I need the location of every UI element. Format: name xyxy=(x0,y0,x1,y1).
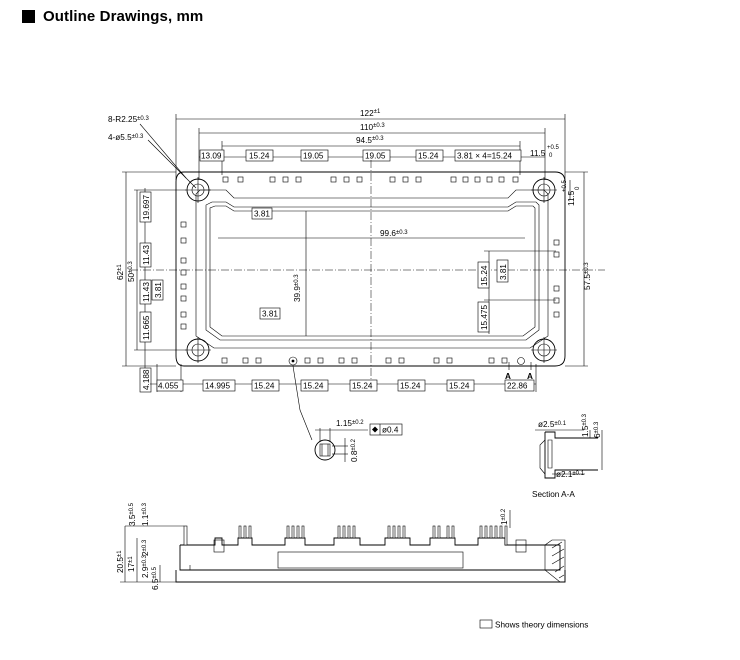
dim-bottom-p2: 15.24 xyxy=(303,382,324,391)
dim-pin-span: 94.5±0.3 xyxy=(356,136,384,145)
dim-right-offset-tol-bot: 0 xyxy=(549,153,553,159)
dim-right-vert-tol-top: +0.5 xyxy=(562,179,568,192)
side-h17: 17±1 xyxy=(127,556,136,572)
dim-right-offset-tol-top: +0.5 xyxy=(547,145,560,151)
side-h2-9: 2.9±0.3 xyxy=(141,554,150,578)
page-header: Outline Drawings, mm xyxy=(22,8,203,25)
dim-left-19-697: 19.697 xyxy=(142,195,151,220)
section-d-outer: ø2.5±0.1 xyxy=(538,420,567,429)
position-tolerance-icon xyxy=(372,426,378,433)
pin-thickness: 0.8±0.2 xyxy=(350,438,359,462)
dim-pin-inner-a: 3.81 xyxy=(254,210,270,219)
dim-box-13-09 xyxy=(199,149,225,162)
dim-right-vert-tol-bot: 0 xyxy=(575,186,581,190)
dim-box-pitch-1 xyxy=(245,149,274,162)
dim-height-right: 57.5±0.3 xyxy=(583,262,592,290)
legend-label: Shows theory dimensions xyxy=(495,621,588,630)
pin-width: 1.15±0.2 xyxy=(336,419,364,428)
dim-pitch-3: 19.05 xyxy=(365,152,386,161)
dim-pitch-1: 15.24 xyxy=(249,152,270,161)
dim-bottom-p1: 15.24 xyxy=(254,382,275,391)
dim-bottom-p4: 15.24 xyxy=(400,382,421,391)
dim-bottom-p5: 15.24 xyxy=(449,382,470,391)
dim-right-15-24: 15.24 xyxy=(480,265,489,286)
dim-box-pitch-4 xyxy=(415,149,444,162)
dim-height-mount: 50±0.3 xyxy=(127,261,136,282)
section-mark-a-right: A xyxy=(527,372,533,381)
top-view: 122±1 110±0.3 94.5±0.3 13.09 15.24 19.05… xyxy=(108,109,605,393)
section-d-inner: ø2.1±0.1 xyxy=(556,470,585,479)
module-outline xyxy=(175,171,566,367)
dim-height-overall: 62±1 xyxy=(116,264,125,280)
side-h1-1: 1.1±0.3 xyxy=(141,502,150,526)
dim-right-vert: 11.5 xyxy=(567,190,576,206)
dim-pitch-2: 19.05 xyxy=(303,152,324,161)
right-pin-column xyxy=(553,239,560,318)
dim-left-11-665: 11.665 xyxy=(142,315,151,340)
pin-detail: 1.15±0.2 ø0.4 0.8±0.2 xyxy=(292,365,403,462)
dim-box-pitch-multi xyxy=(454,149,522,162)
bullet-square-icon xyxy=(22,10,35,23)
page-title: Outline Drawings, mm xyxy=(43,8,204,25)
dim-box-pitch-2 xyxy=(300,149,329,162)
section-h2: 6±0.3 xyxy=(593,421,602,438)
dim-hole: 4-ø5.5±0.3 xyxy=(108,133,144,142)
mount-hole-bl xyxy=(185,337,211,363)
side-h2: 2±0.3 xyxy=(141,539,150,556)
side-pin-group xyxy=(183,525,508,546)
dim-left-11-43-b: 11.43 xyxy=(142,282,151,302)
left-pin-column xyxy=(180,221,187,330)
top-pin-row xyxy=(222,176,519,183)
section-a-a: ø2.5±0.1 ø2.1±0.1 1.5±0.3 6±0.3 Section … xyxy=(532,413,603,499)
dim-left-11-43-a: 11.43 xyxy=(142,245,151,265)
dim-overall-length: 122±1 xyxy=(360,109,381,118)
side-total-height: 20.5±1 xyxy=(116,550,125,573)
legend: Shows theory dimensions xyxy=(479,619,588,630)
dim-right-15-475: 15.475 xyxy=(480,305,489,330)
tolerance-value: ø0.4 xyxy=(382,426,399,435)
dim-left-4-188: 4.188 xyxy=(142,369,151,390)
dim-pitch-4: 15.24 xyxy=(418,152,439,161)
dim-inner-height: 39.9±0.3 xyxy=(293,274,302,302)
mount-hole-br xyxy=(531,337,557,363)
section-mark-a-left: A xyxy=(505,372,511,381)
section-h1: 1.5±0.3 xyxy=(581,413,590,437)
bottom-pin-row xyxy=(221,356,525,366)
dim-bottom-4-055: 4.055 xyxy=(158,382,179,391)
side-h3-5: 3.5±0.5 xyxy=(128,502,137,526)
dim-bottom-14-995: 14.995 xyxy=(205,382,230,391)
tolerance-frame xyxy=(369,423,403,436)
dim-pin-inner-d: 3.81 xyxy=(499,264,508,280)
mount-hole-tr xyxy=(531,177,557,203)
dim-offset-left: 13.09 xyxy=(201,152,222,161)
dim-pitch-multi: 3.81 × 4=15.24 xyxy=(457,152,513,161)
dim-bottom-22-86: 22.86 xyxy=(507,382,528,391)
theory-dimension-box-icon xyxy=(479,619,493,629)
section-title: Section A-A xyxy=(532,490,575,499)
side-h6-5: 6.5±0.5 xyxy=(151,566,160,590)
dim-mount-pitch: 110±0.3 xyxy=(360,123,385,132)
dim-bottom-p3: 15.24 xyxy=(352,382,373,391)
dim-pin-inner-c: 3.81 xyxy=(154,282,163,298)
side-h1: 1±0.2 xyxy=(500,508,509,525)
dim-right-offset: 11.5 xyxy=(530,149,546,158)
dim-inner-width: 99.6±0.3 xyxy=(380,229,408,238)
dim-pin-inner-b: 3.81 xyxy=(262,310,278,319)
side-view: 20.5±1 17±1 3.5±0.5 1.1±0.3 2±0.3 2.9±0.… xyxy=(116,502,566,590)
dim-box-pitch-3 xyxy=(362,149,391,162)
mount-hole-tl xyxy=(185,177,211,203)
dim-corner-radius: 8-R2.25±0.3 xyxy=(108,115,149,124)
